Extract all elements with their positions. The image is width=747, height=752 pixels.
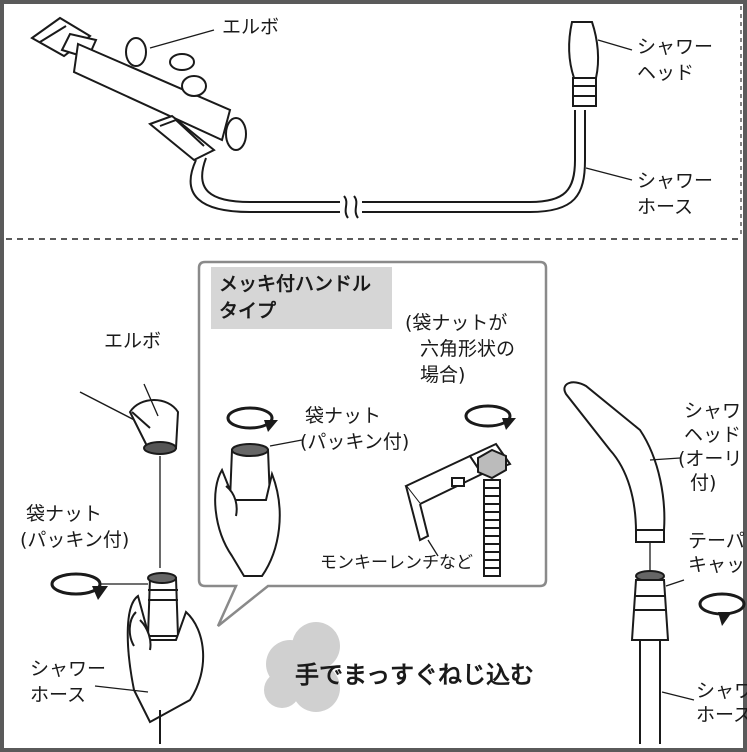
right-shower-hose-label-2: ホース <box>696 704 747 726</box>
shower-hose-label-2: ホース <box>30 684 87 706</box>
callout-title-line-1: メッキ付ハンドル <box>219 273 372 295</box>
top-elbow-label: エルボ <box>222 16 280 38</box>
top-shower-hose-label-2: ホース <box>637 196 694 218</box>
callout-nut-leader <box>269 439 303 447</box>
top-elbow-illustration <box>30 16 247 162</box>
top-shower-hose-label-1: シャワー <box>637 170 714 192</box>
bag-nut-label-2: (パッキン付) <box>20 529 130 551</box>
rotate-arrow-left <box>50 572 102 596</box>
right-shower-hose-label-1: シャワ <box>696 680 747 702</box>
hex-note-line-3: 場合) <box>420 364 466 386</box>
right-shower-head-label-4: 付) <box>690 472 717 494</box>
callout-rotate-arrow-1 <box>226 406 274 430</box>
shower-head-illustration <box>563 381 666 543</box>
callout-hand-nut-illustration <box>214 443 281 577</box>
callout-title: メッキ付ハンドル タイプ <box>211 267 392 329</box>
hex-note-line-2: 六角形状の <box>420 338 516 360</box>
right-cap-leader <box>665 579 685 587</box>
wrench-label: モンキーレンチなど <box>320 553 473 573</box>
callout-rotate-arrow-2 <box>464 404 512 428</box>
top-shower-head-illustration <box>568 21 600 107</box>
rotate-arrow-right <box>698 592 746 616</box>
bottom-elbow-label: エルボ <box>104 330 162 352</box>
hex-note-line-1: (袋ナットが <box>405 312 508 334</box>
callout-title-line-2: タイプ <box>219 300 277 322</box>
shower-hose-label-1: シャワー <box>30 658 107 680</box>
top-head-leader <box>597 39 633 51</box>
top-hose-right-line <box>362 110 586 213</box>
top-hose-leader <box>585 167 633 181</box>
wrench-illustration <box>404 442 512 542</box>
slogan-text: 手でまっすぐねじ込む <box>295 661 535 689</box>
rotate-arrowhead-left <box>92 586 108 600</box>
corrugated-hose-illustration <box>483 479 501 577</box>
hand-with-nut-illustration <box>126 572 205 724</box>
right-shower-head-label-3: (オーリ <box>678 448 743 470</box>
callout-bag-nut-label-2: (パッキン付) <box>300 431 410 453</box>
hose-leader <box>94 685 149 693</box>
right-shower-head-label-2: ヘッド <box>684 424 742 446</box>
wrench-leader <box>427 539 439 557</box>
right-shower-head-label-1: シャワ <box>684 400 742 422</box>
cloud-shape <box>264 622 340 712</box>
top-hose-left-line <box>189 159 340 213</box>
callout-bag-nut-label-1: 袋ナット <box>305 405 382 427</box>
callout-bubble <box>197 260 548 627</box>
bottom-elbow-illustration <box>128 399 180 455</box>
top-shower-head-label-1: シャワー <box>637 36 714 58</box>
taper-cap-illustration <box>630 570 670 744</box>
right-taper-cap-label-2: キャッ <box>688 554 746 576</box>
bag-nut-label-1: 袋ナット <box>26 503 103 525</box>
bottom-elbow-leader <box>143 383 159 417</box>
top-elbow-leader <box>149 29 215 49</box>
hose-break-mark <box>343 195 349 219</box>
right-taper-cap-label-1: テーパ <box>688 530 745 552</box>
right-hose-leader <box>661 691 695 701</box>
right-head-leader <box>649 457 681 461</box>
top-shower-head-label-2: ヘッド <box>637 62 695 84</box>
